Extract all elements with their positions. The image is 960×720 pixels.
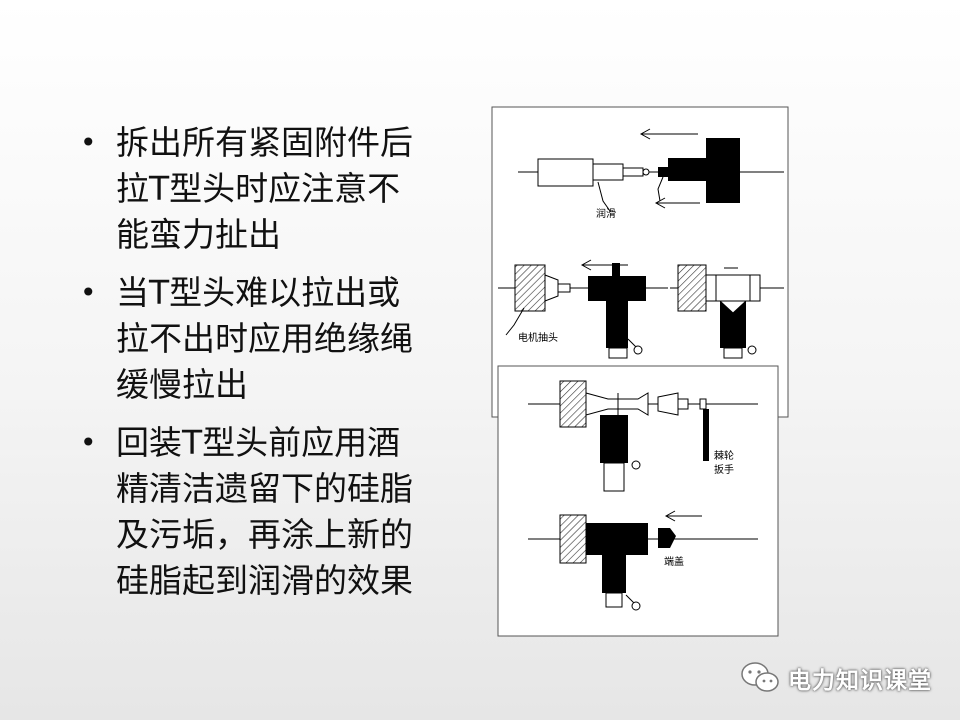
step2-left-drawing: 电机抽头 xyxy=(498,259,668,359)
watermark-text: 电力知识课堂 xyxy=(788,668,932,694)
bullet-dot: • xyxy=(80,426,97,459)
bullet-3-line-1: 回装T型头前应用酒 xyxy=(116,423,401,462)
diagram-panel-lower xyxy=(497,365,779,637)
bullet-item-3: • 回装T型头前应用酒 精清洁遗留下的硅脂 及污垢，再涂上新的 硅脂起到润滑的效… xyxy=(72,420,462,604)
wechat-icon xyxy=(741,662,779,692)
step3-drawing: 棘轮 扳手 xyxy=(528,380,758,492)
bullet-3-line-2: 精清洁遗留下的硅脂 xyxy=(116,469,413,508)
label-motor-chuck: 电机抽头 xyxy=(518,331,558,344)
label-lubricate: 润滑 xyxy=(596,207,616,220)
watermark: 电力知识课堂 xyxy=(740,658,932,698)
label-wrench: 扳手 xyxy=(714,463,734,476)
bullet-item-1: • 拆出所有紧固附件后 拉T型头时应注意不 能蛮力扯出 xyxy=(72,120,462,258)
bullet-dot: • xyxy=(80,126,97,159)
bullet-2-line-2: 拉不出时应用绝缘绳 xyxy=(116,319,413,358)
bullet-1-line-3: 能蛮力扯出 xyxy=(116,215,281,254)
label-end-cap: 端盖 xyxy=(664,555,684,568)
diagram-svg: 润滑 电机抽头 xyxy=(491,106,789,637)
step4-drawing: 端盖 xyxy=(528,510,758,611)
bullet-1-line-1: 拆出所有紧固附件后 xyxy=(116,123,413,162)
bullet-3-line-3: 及污垢，再涂上新的 xyxy=(116,515,413,554)
bullet-2-line-3: 缓慢拉出 xyxy=(116,365,248,404)
bullet-dot: • xyxy=(80,276,97,309)
bullet-item-2: • 当T型头难以拉出或 拉不出时应用绝缘绳 缓慢拉出 xyxy=(72,270,462,408)
bullet-2-line-1: 当T型头难以拉出或 xyxy=(116,273,401,312)
label-ratchet: 棘轮 xyxy=(714,449,734,462)
step1-drawing: 润滑 xyxy=(518,128,784,220)
t-connector-diagram: 润滑 电机抽头 xyxy=(488,103,808,639)
step2-right-drawing xyxy=(670,264,784,359)
bullet-list: • 拆出所有紧固附件后 拉T型头时应注意不 能蛮力扯出 • 当T型头难以拉出或 … xyxy=(72,120,462,616)
bullet-3-line-4: 硅脂起到润滑的效果 xyxy=(116,561,413,600)
bullet-1-line-2: 拉T型头时应注意不 xyxy=(116,169,401,208)
